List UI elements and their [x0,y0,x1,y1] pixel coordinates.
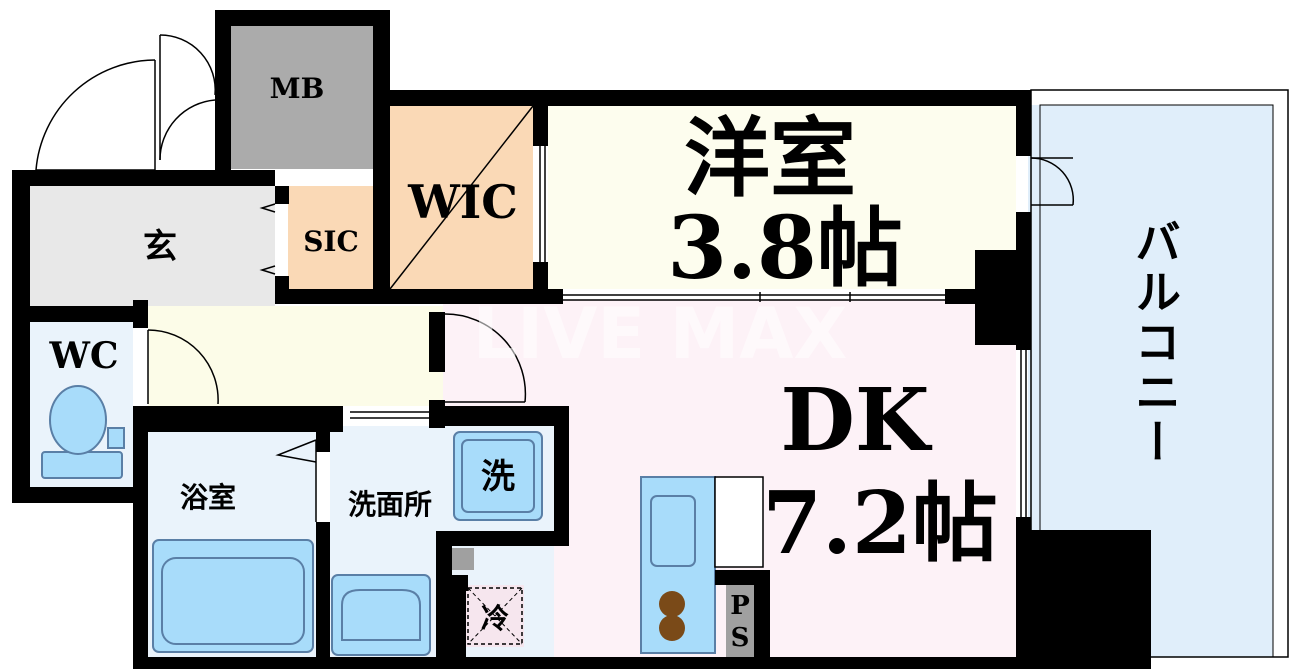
ps-shaft [726,585,754,657]
stove-burner-2 [659,615,685,641]
hall-area [148,306,443,406]
toilet-bowl [49,385,107,455]
dk-label: DK [780,370,933,471]
mb-area [230,26,373,169]
entrance-door [35,59,156,171]
sic-label: SIC [303,225,359,258]
wc-door [147,329,219,405]
entrance-area [30,186,275,306]
balcony-door [1030,157,1075,206]
stove-burner-1 [659,591,685,617]
watermark: LIVE MAX [473,293,848,375]
mb-label: MB [270,72,325,105]
fridge-space [467,587,523,645]
balcony-label: バルコニー [1128,218,1182,468]
bath-door [275,439,317,463]
wic-diagonal [389,105,534,290]
wic-label: WIC [407,175,518,229]
sic-area [288,186,373,289]
ps-label-s: S [731,623,750,653]
western-room-area [548,106,1016,289]
fixtures [41,292,851,660]
kitchen-sink [650,495,696,567]
western-room-label: 洋室 [684,108,856,209]
washer-label: 洗 [481,457,515,497]
washroom-label: 洗面所 [348,488,432,521]
wc-label: WC [48,335,118,377]
walls [12,10,1151,669]
dk-size: 7.2帖 [762,473,998,574]
toilet-tank [41,451,123,479]
ps-label-p: P [730,591,750,621]
labels: 洋室 3.8帖 DK 7.2帖 WIC MB SIC 玄 WC 浴室 洗面所 洗… [48,72,1182,653]
bathroom-label: 浴室 [180,481,236,514]
fridge-label: 冷 [481,602,509,635]
western-room-size: 3.8帖 [667,198,903,299]
entrance-label: 玄 [143,227,177,267]
doors [35,34,1075,522]
mb-door [159,34,216,96]
dk-door [444,313,527,403]
